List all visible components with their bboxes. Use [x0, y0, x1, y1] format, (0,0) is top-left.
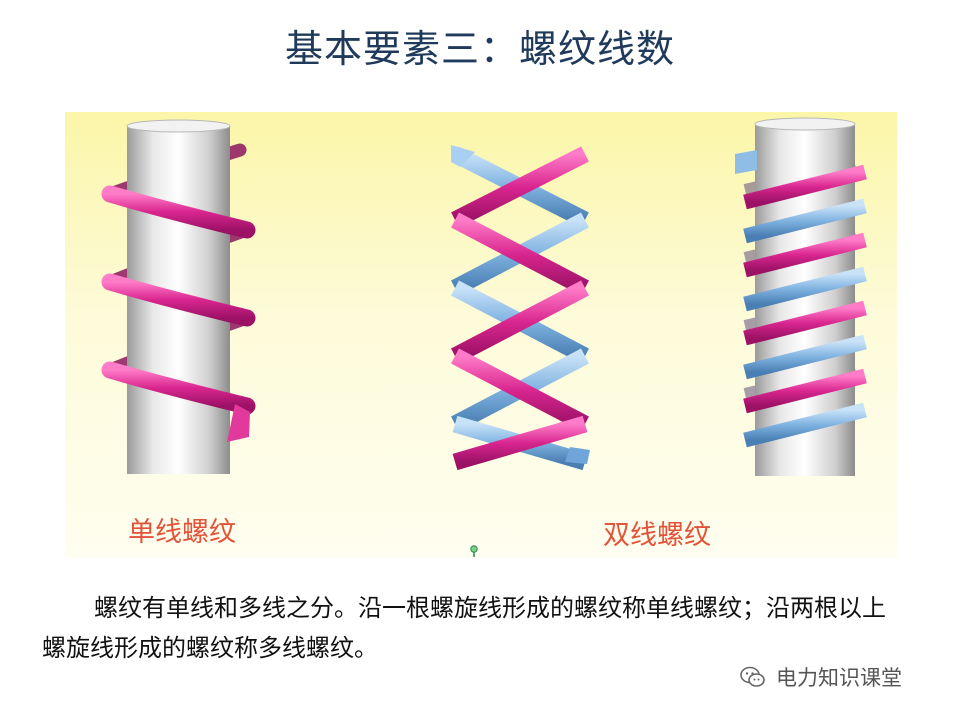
multi-thread-magenta-helix: [743, 164, 867, 414]
multi-thread-blue-helix: [743, 198, 867, 448]
double-thread-label: 双线螺纹: [603, 520, 711, 551]
body-paragraph: 螺纹有单线和多线之分。沿一根螺旋线形成的螺纹称单线螺纹；沿两根以上螺旋线形成的螺…: [42, 594, 886, 662]
single-thread-figure: [101, 119, 256, 474]
double-thread-figure: [451, 145, 590, 471]
source-watermark: 电力知识课堂: [738, 662, 902, 692]
single-thread-helix: [101, 185, 256, 415]
multi-thread-figure: [735, 117, 867, 476]
single-thread-label: 单线螺纹: [128, 517, 236, 548]
thread-illustration-panel: [65, 112, 897, 558]
single-thread-end: [227, 404, 250, 442]
pin-marker-icon: [470, 545, 478, 557]
thread-illustration: [101, 117, 867, 476]
double-thread-magenta-helix: [451, 146, 589, 471]
watermark-text: 电力知识课堂: [776, 666, 902, 690]
wechat-icon: [740, 666, 765, 687]
slide-title: 基本要素三：螺纹线数: [284, 27, 675, 71]
